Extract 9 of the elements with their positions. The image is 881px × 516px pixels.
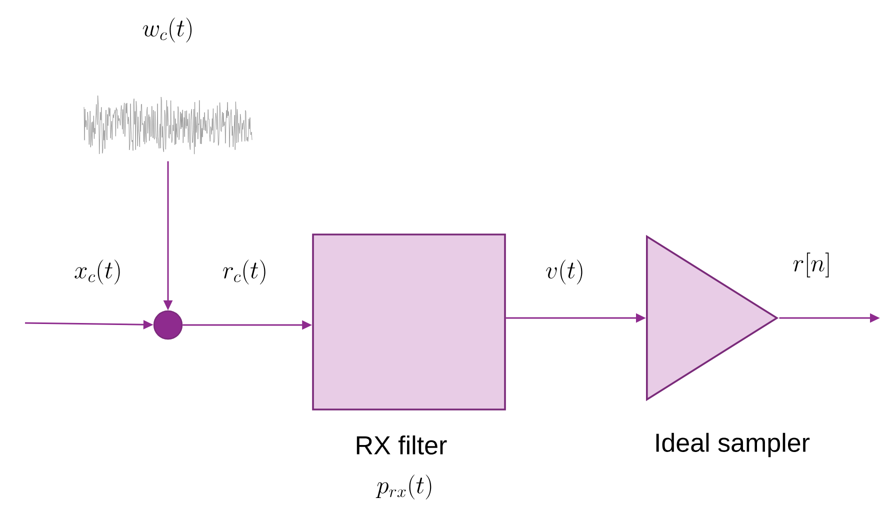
edge-label: $r_c(t)$ — [221, 258, 269, 286]
block-label: Ideal sampler — [656, 432, 810, 458]
edge-label: $x_c(t)$ — [73, 258, 124, 286]
block-label: RX filter — [356, 435, 447, 455]
edge-label: $r[n]$ — [792, 252, 832, 278]
summing-junction — [153, 310, 183, 340]
formula-label: $p_{rx}(t)$ — [376, 474, 432, 500]
formula-label: $w_c(t)$ — [142, 18, 192, 42]
edge-label: $v(t)$ — [544, 258, 586, 286]
